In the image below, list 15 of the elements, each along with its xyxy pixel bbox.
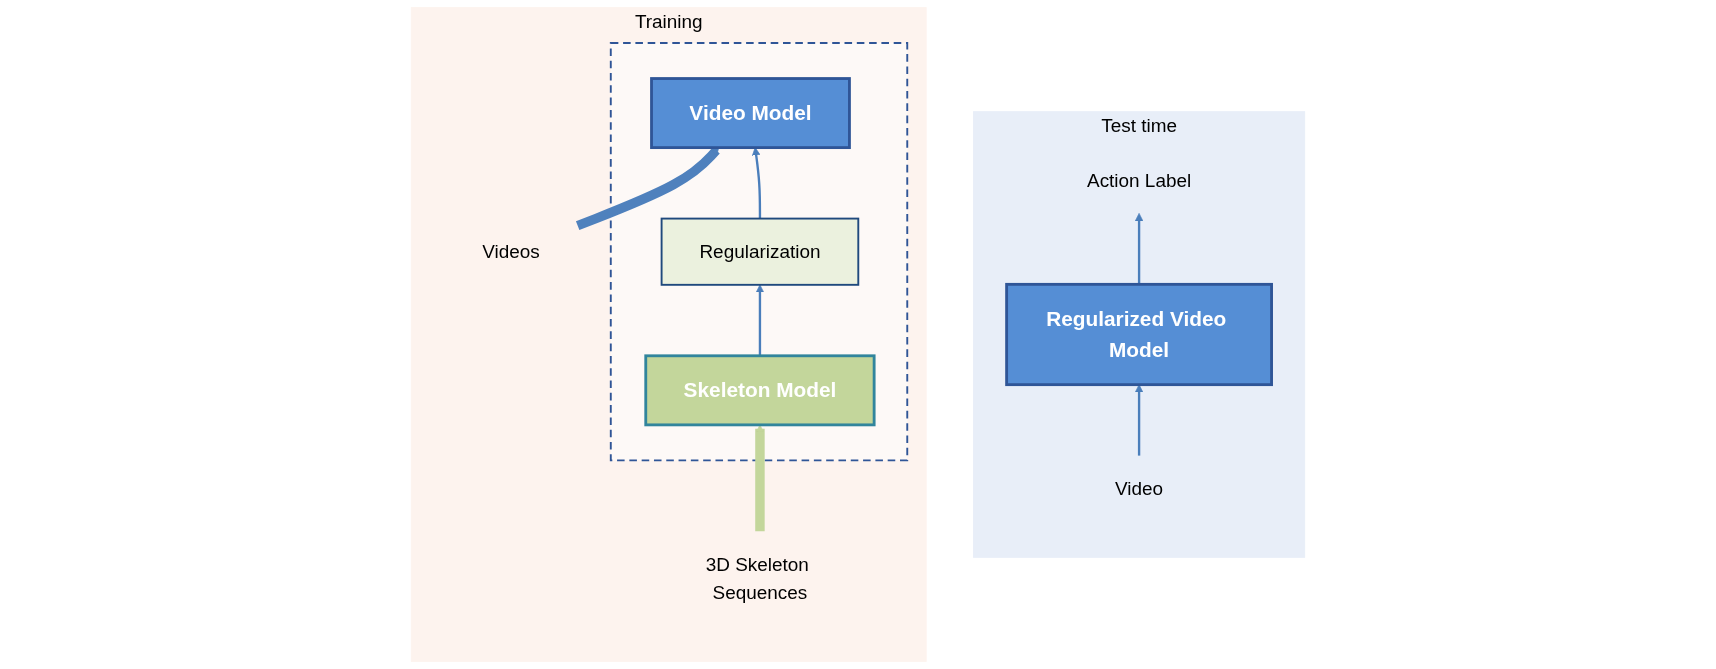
arrow xyxy=(1134,213,1144,285)
arrow xyxy=(1134,384,1144,456)
node-box: Video Model xyxy=(650,77,851,150)
cluster xyxy=(609,42,909,462)
node-text: 3D Skeleton Sequences xyxy=(705,554,809,604)
node-box: Regularized Video Model xyxy=(1005,282,1273,387)
arrow xyxy=(755,284,765,356)
node-text: Videos xyxy=(482,241,540,263)
arrow xyxy=(575,147,720,231)
arrow xyxy=(752,147,762,219)
node-box: Skeleton Model xyxy=(644,354,876,427)
node-box: Regularization xyxy=(660,217,860,286)
arrow xyxy=(755,424,765,532)
node-text: Action Label xyxy=(1087,169,1192,191)
node-text: Video xyxy=(1115,478,1164,500)
